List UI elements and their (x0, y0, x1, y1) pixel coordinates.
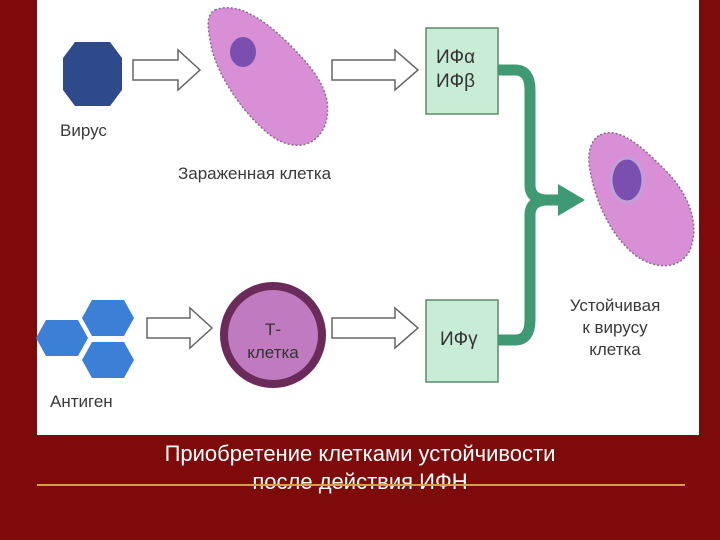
resistant-cell-label: Устойчивая к вирусу клетка (560, 295, 670, 361)
ifn-alpha-beta-text: ИФα ИФβ (436, 46, 475, 94)
caption-rule (37, 484, 685, 486)
resistant-cell-nucleus (609, 156, 645, 204)
ifn-alpha-beta-box (425, 27, 499, 115)
green-arrow-from-ifn-g (498, 194, 549, 346)
ifn-alpha-label: ИФα (436, 47, 476, 68)
ifn-beta-label: ИФβ (436, 71, 476, 92)
virus-label: Вирус (60, 121, 107, 140)
ifn-gamma-box (425, 299, 499, 383)
resistant-label-line3: клетка (589, 340, 641, 359)
slide-caption: Приобретение клетками устойчивости после… (60, 440, 660, 496)
hollow-arrow-cell-to-ifn-ab (331, 48, 420, 92)
antigen-label: Антиген (50, 392, 113, 411)
virus-shape (63, 42, 122, 106)
t-cell-label: Т- клетка (228, 318, 318, 364)
antigen-hexagon-left (36, 320, 88, 356)
caption-line1: Приобретение клетками устойчивости (164, 441, 556, 466)
t-cell-body (228, 290, 318, 380)
caption-line2: после действия ИФН (252, 469, 468, 494)
antigen-hexagon-top (82, 300, 134, 336)
infected-cell-body (207, 7, 329, 146)
resistant-label-line2: к вирусу (582, 318, 648, 337)
resistant-cell-body (588, 132, 695, 267)
infected-cell-nucleus (230, 37, 256, 67)
hollow-arrow-virus-to-cell (132, 48, 202, 92)
hollow-arrow-tcell-to-ifn-g (331, 306, 420, 350)
infected-cell-label: Зараженная клетка (178, 164, 332, 183)
antigen-hexagon-bottom (82, 342, 134, 378)
green-arrow-from-ifn-ab (498, 64, 562, 206)
t-cell-label-line1: Т- (264, 320, 282, 339)
t-cell-label-line2: клетка (247, 343, 299, 362)
ifn-gamma-label: ИФγ (440, 329, 478, 350)
green-arrow-head (558, 184, 585, 216)
hollow-arrow-antigen-to-tcell (146, 306, 214, 350)
resistant-label-line1: Устойчивая (569, 296, 661, 315)
